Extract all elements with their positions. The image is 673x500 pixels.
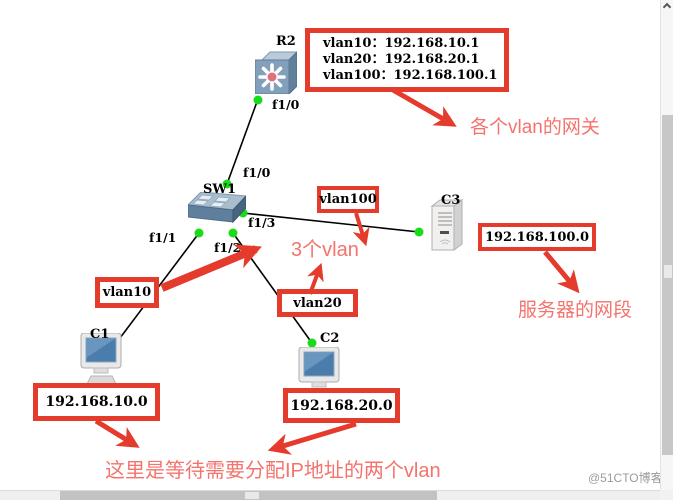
vlan100-label-box[interactable]: vlan100 xyxy=(317,186,379,213)
annotation-server-segment[interactable]: 服务器的网段 xyxy=(518,300,633,321)
gateway-line-vlan10: vlan10：192.168.10.1 xyxy=(323,36,480,51)
arrow-net10-to-text[interactable] xyxy=(94,418,140,448)
vlan100-text: vlan100 xyxy=(319,192,377,207)
port-dot-r2 xyxy=(253,95,263,105)
watermark-text: @51CTO博客 xyxy=(588,471,663,485)
net100-text: 192.168.100.0 xyxy=(484,229,590,245)
vlan20-label-box[interactable]: vlan20 xyxy=(277,289,358,317)
vertical-scrollbar-grip xyxy=(663,265,672,278)
port-dot-c3 xyxy=(414,227,424,237)
vlan10-text: vlan10 xyxy=(102,285,152,300)
switch-label: SW1 xyxy=(203,182,237,197)
vertical-scrollbar[interactable] xyxy=(660,0,673,490)
arrow-gatewaybox-to-text[interactable] xyxy=(391,87,457,127)
net20-label-box[interactable]: 192.168.20.0 xyxy=(283,388,400,423)
horizontal-scrollbar-thumb[interactable] xyxy=(60,491,437,500)
vertical-scrollbar-thumb[interactable] xyxy=(662,115,673,455)
horizontal-scrollbar[interactable] xyxy=(0,490,660,500)
router-icon[interactable] xyxy=(255,50,297,94)
net10-label-box[interactable]: 192.168.10.0 xyxy=(33,383,160,421)
gateway-line-vlan20: vlan20：192.168.20.1 xyxy=(323,52,480,67)
server-label: C3 xyxy=(441,193,461,208)
arrow-vlan100-to-text[interactable] xyxy=(352,212,370,247)
annotation-waiting-vlans[interactable]: 这里是等待需要分配IP地址的两个vlan xyxy=(105,460,441,482)
port-dot-c2 xyxy=(307,338,317,348)
arrow-net20-to-text[interactable] xyxy=(267,421,357,455)
port-dot-sw-up xyxy=(222,179,232,189)
net20-text: 192.168.20.0 xyxy=(290,397,393,414)
port-label-sw-f10: f1/0 xyxy=(243,165,271,180)
gateway-list-box[interactable]: vlan10：192.168.10.1 vlan20：192.168.20.1 … xyxy=(305,28,509,92)
port-label-sw-f13: f1/3 xyxy=(248,215,276,230)
link-r2-sw1[interactable] xyxy=(226,98,259,185)
net10-text: 192.168.10.0 xyxy=(45,394,148,410)
link-sw1-c3[interactable] xyxy=(242,212,420,233)
pc1-label: C1 xyxy=(90,327,110,342)
scrollbar-corner xyxy=(660,490,673,500)
pc2-label: C2 xyxy=(320,331,340,346)
gateway-line-vlan100: vlan100：192.168.100.1 xyxy=(323,68,498,83)
vlan10-label-box[interactable]: vlan10 xyxy=(95,277,159,308)
port-dot-sw-f12 xyxy=(228,228,238,238)
annotation-gateways[interactable]: 各个vlan的网关 xyxy=(470,117,600,138)
net100-label-box[interactable]: 192.168.100.0 xyxy=(478,223,596,251)
annotation-three-vlans[interactable]: 3个vlan xyxy=(291,239,359,261)
port-label-r2-f10: f1/0 xyxy=(272,97,300,112)
router-label: R2 xyxy=(276,34,296,49)
vlan20-text: vlan20 xyxy=(293,295,342,311)
horizontal-scrollbar-grip xyxy=(245,492,259,499)
server-icon[interactable] xyxy=(428,198,468,252)
scroll-up-arrow-icon[interactable] xyxy=(662,2,672,12)
port-dot-sw-f11 xyxy=(194,228,204,238)
arrow-vlan20-to-text[interactable] xyxy=(307,262,324,295)
port-label-sw-f11: f1/1 xyxy=(149,230,177,245)
arrow-vlan10-to-text[interactable] xyxy=(160,244,262,292)
switch-icon[interactable] xyxy=(188,192,246,224)
arrow-net100-to-text[interactable] xyxy=(543,250,580,294)
